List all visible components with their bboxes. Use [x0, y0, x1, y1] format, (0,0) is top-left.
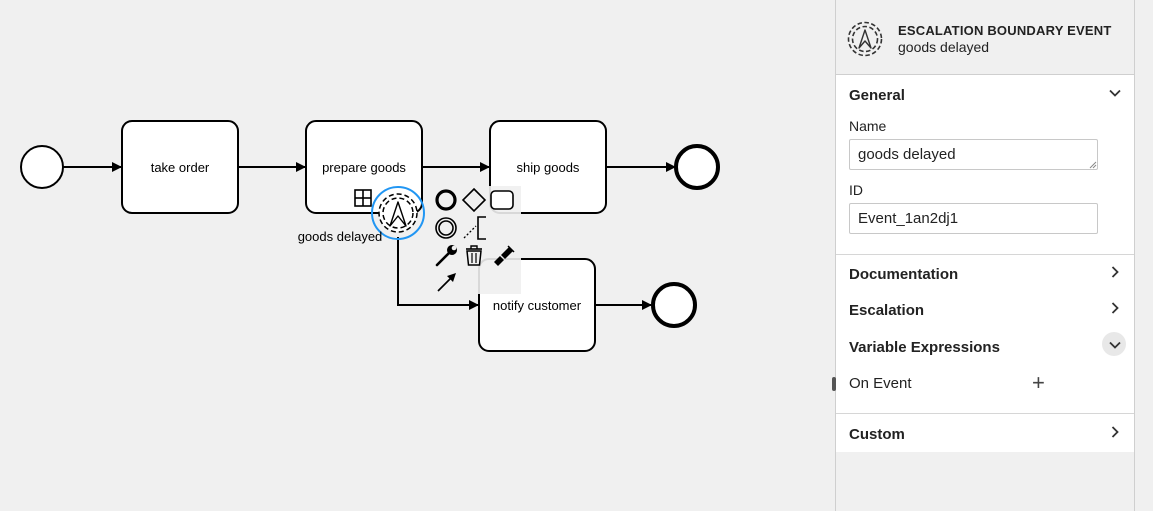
escalation-boundary-event[interactable]	[371, 186, 425, 240]
subprocess-marker-icon	[354, 189, 372, 207]
task-label: prepare goods	[322, 160, 406, 175]
group-general-header[interactable]: General	[836, 77, 1134, 113]
boundary-event-label[interactable]: goods delayed	[298, 229, 383, 244]
task-icon[interactable]	[489, 188, 515, 212]
element-name: goods delayed	[898, 39, 990, 55]
intermediate-event-icon[interactable]	[434, 216, 458, 240]
task-label: notify customer	[493, 298, 582, 313]
panel-body: General Name goods delayed ID Event_1an2…	[836, 75, 1134, 452]
selection-outline	[371, 186, 425, 240]
id-field[interactable]: Event_1an2dj1	[849, 203, 1098, 234]
id-label: ID	[849, 182, 863, 198]
bpmn-canvas[interactable]: take order prepare goods ship goods noti…	[0, 0, 835, 511]
task-take-order[interactable]: take order	[121, 120, 239, 214]
context-pad	[431, 186, 521, 295]
group-title: Variable Expressions	[849, 339, 1000, 356]
escalation-icon	[389, 201, 407, 227]
group-title: Custom	[849, 426, 905, 443]
name-label: Name	[849, 118, 887, 134]
divider	[836, 413, 1134, 414]
task-label: take order	[151, 160, 210, 175]
chevron-right-icon	[1111, 302, 1119, 314]
divider	[836, 254, 1134, 255]
sequence-flows	[63, 162, 676, 310]
group-variable-expressions-header[interactable]: Variable Expressions	[836, 329, 1134, 365]
chevron-right-icon	[1111, 426, 1119, 438]
properties-panel: ESCALATION BOUNDARY EVENT goods delayed …	[835, 0, 1135, 511]
gateway-icon[interactable]	[461, 187, 487, 213]
change-type-wrench-icon[interactable]	[434, 244, 458, 268]
task-prepare-goods[interactable]: prepare goods	[305, 120, 423, 214]
chevron-down-icon	[1109, 89, 1121, 97]
end-event-notify[interactable]	[651, 282, 697, 328]
chevron-hover-circle	[1102, 332, 1126, 356]
chevron-down-icon	[1109, 341, 1121, 349]
panel-resize-handle[interactable]	[832, 377, 836, 391]
flow-boundary-to-notify[interactable]	[397, 237, 479, 310]
name-field[interactable]: goods delayed	[849, 139, 1098, 170]
panel-header: ESCALATION BOUNDARY EVENT goods delayed	[836, 0, 1134, 75]
end-event-icon[interactable]	[434, 188, 458, 212]
chevron-right-icon	[1111, 266, 1119, 278]
delete-trash-icon[interactable]	[462, 244, 486, 268]
escalation-boundary-event-icon	[847, 21, 883, 57]
end-event-ship[interactable]	[674, 144, 720, 190]
on-event-label: On Event	[849, 375, 912, 392]
resize-handle-icon[interactable]	[1089, 161, 1097, 169]
group-escalation-header[interactable]: Escalation	[836, 292, 1134, 328]
start-event[interactable]	[20, 145, 64, 189]
task-label: ship goods	[517, 160, 580, 175]
add-on-event-button[interactable]: +	[1032, 370, 1045, 395]
group-custom-header[interactable]: Custom	[836, 416, 1134, 452]
group-title: Escalation	[849, 302, 925, 319]
connect-arrow-icon[interactable]	[434, 271, 458, 295]
group-title: General	[849, 87, 905, 104]
panel-empty-area	[836, 452, 1134, 511]
group-title: Documentation	[849, 266, 959, 283]
element-type: ESCALATION BOUNDARY EVENT	[898, 23, 1112, 38]
text-annotation-icon[interactable]	[462, 216, 486, 240]
color-brush-icon[interactable]	[490, 244, 515, 268]
group-documentation-header[interactable]: Documentation	[836, 256, 1134, 292]
